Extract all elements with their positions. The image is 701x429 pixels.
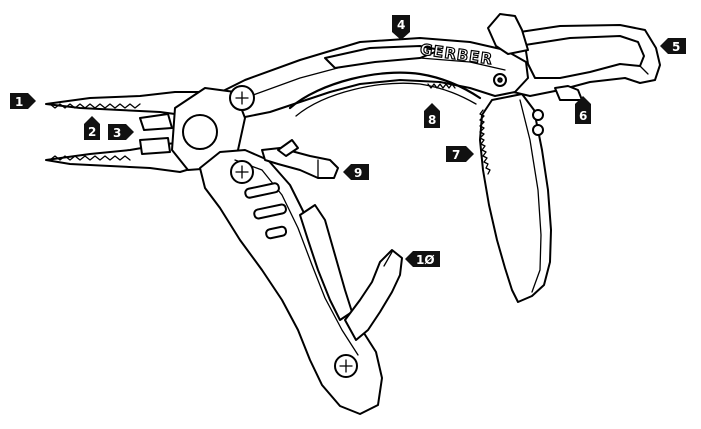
callout-1-label: 1 [15,95,23,109]
callout-2: 2 [84,116,100,140]
callout-10: 1Ø [405,251,440,267]
callout-8-label: 8 [428,113,436,127]
knife-blade [479,93,552,303]
callout-5: 5 [660,38,686,54]
callout-9: 9 [343,164,369,180]
callout-4: 4 [392,15,410,40]
callout-2-label: 2 [88,125,96,139]
handle-top-frame: GERBER [214,13,529,119]
callout-7-label: 7 [452,148,460,162]
inner-hook-tool [299,204,403,341]
callout-5-label: 5 [672,40,680,54]
callout-3-label: 3 [113,126,121,140]
callout-6: 6 [575,96,591,124]
callout-3: 3 [108,124,134,140]
lower-handle [199,149,383,415]
callout-1: 1 [10,93,36,109]
callout-9-label: 9 [354,166,362,180]
carabiner-clip [496,24,661,101]
callout-7: 7 [446,146,474,162]
callout-4-label: 4 [397,18,405,32]
callout-10-label: 1Ø [416,253,435,267]
callout-8: 8 [424,103,440,128]
release-lever [261,139,339,179]
callout-6-label: 6 [579,109,587,123]
inner-arch [288,71,482,117]
pliers-jaws [45,85,255,173]
